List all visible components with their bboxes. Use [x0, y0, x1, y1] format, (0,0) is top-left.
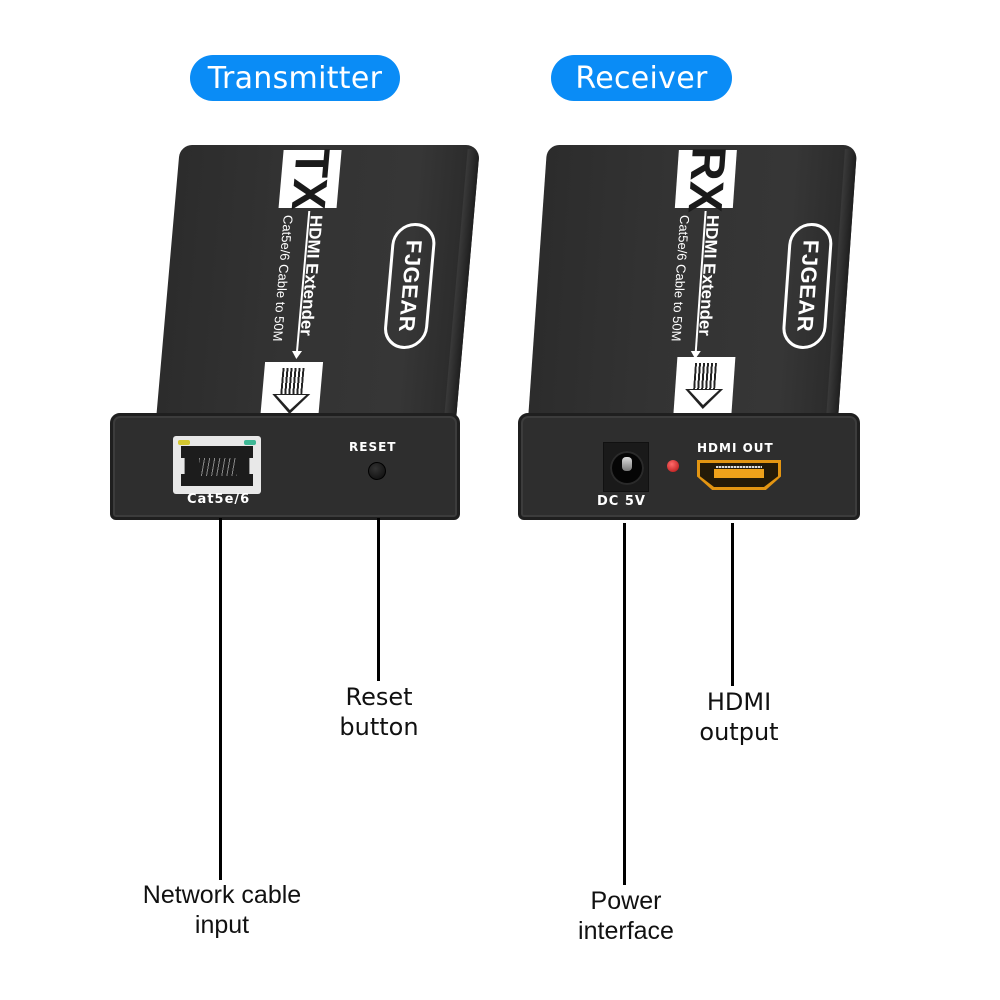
activity-led-icon — [244, 440, 256, 445]
power-led-icon — [667, 460, 679, 472]
power-leader-line — [623, 523, 626, 885]
power-callout-line2: interface — [578, 917, 674, 945]
brand-text: FJGEAR — [792, 239, 824, 333]
network-callout: Network cable input — [143, 880, 301, 940]
power-callout: Power interface — [578, 886, 674, 946]
receiver-top-face: RX HDMI Extender Cat5e/6 Cable to 50M FJ… — [528, 145, 858, 420]
hdmi-leader-line — [731, 523, 734, 686]
receiver-heading: Receiver — [551, 55, 732, 101]
receiver-front-panel: DC 5V HDMI OUT — [518, 413, 860, 520]
hdmi-callout: HDMI output — [699, 687, 778, 747]
hdmi-out-port[interactable] — [697, 460, 781, 490]
brand-logo: FJGEAR — [382, 223, 438, 349]
dc-jack-ring — [610, 451, 644, 485]
receiver-device: RX HDMI Extender Cat5e/6 Cable to 50M FJ… — [514, 145, 864, 520]
reset-button[interactable] — [368, 462, 386, 480]
power-port-label: DC 5V — [597, 494, 646, 509]
transmitter-device: TX HDMI Extender Cat5e/6 Cable to 50M FJ… — [110, 145, 481, 520]
side-shade — [444, 149, 480, 417]
tx-spec-text: Cat5e/6 Cable to 50M — [269, 215, 296, 342]
reset-callout: Reset button — [339, 682, 418, 742]
rx-down-arrow-icon — [673, 357, 736, 415]
rx-code-label: RX — [674, 146, 737, 212]
tx-code-label: TX — [278, 148, 342, 210]
hdmi-socket — [700, 463, 778, 487]
reset-label: RESET — [349, 440, 397, 454]
transmitter-heading: Transmitter — [190, 55, 400, 101]
hdmi-callout-line1: HDMI — [706, 688, 772, 716]
reset-callout-line2: button — [339, 713, 419, 741]
rj45-port[interactable] — [173, 436, 261, 494]
transmitter-front-panel: Cat5e/6 RESET — [110, 413, 460, 520]
reset-callout-line1: Reset — [345, 683, 413, 711]
rj45-pins — [199, 458, 237, 476]
rx-code-text: RX — [677, 145, 735, 213]
rx-spec-text: Cat5e/6 Cable to 50M — [668, 215, 693, 342]
transmitter-top-face: TX HDMI Extender Cat5e/6 Cable to 50M FJ… — [156, 145, 481, 420]
hdmi-port-label: HDMI OUT — [697, 441, 774, 455]
brand-text: FJGEAR — [393, 239, 427, 333]
network-callout-line1: Network cable — [142, 881, 302, 909]
power-callout-line1: Power — [590, 887, 662, 915]
hdmi-contacts — [714, 466, 764, 478]
reset-leader-line — [377, 518, 380, 681]
link-led-icon — [178, 440, 190, 445]
dc-power-jack[interactable] — [603, 442, 649, 492]
side-shade — [826, 149, 857, 417]
tx-code-text: TX — [280, 148, 340, 210]
brand-logo: FJGEAR — [780, 223, 834, 349]
tx-down-arrow-icon — [260, 362, 324, 420]
network-callout-line2: input — [194, 911, 250, 939]
network-leader-line — [219, 518, 222, 880]
tx-arrow-head-icon — [291, 351, 303, 359]
hdmi-callout-line2: output — [699, 718, 779, 746]
dc-jack-pin — [622, 457, 632, 471]
network-port-label: Cat5e/6 — [187, 492, 251, 507]
